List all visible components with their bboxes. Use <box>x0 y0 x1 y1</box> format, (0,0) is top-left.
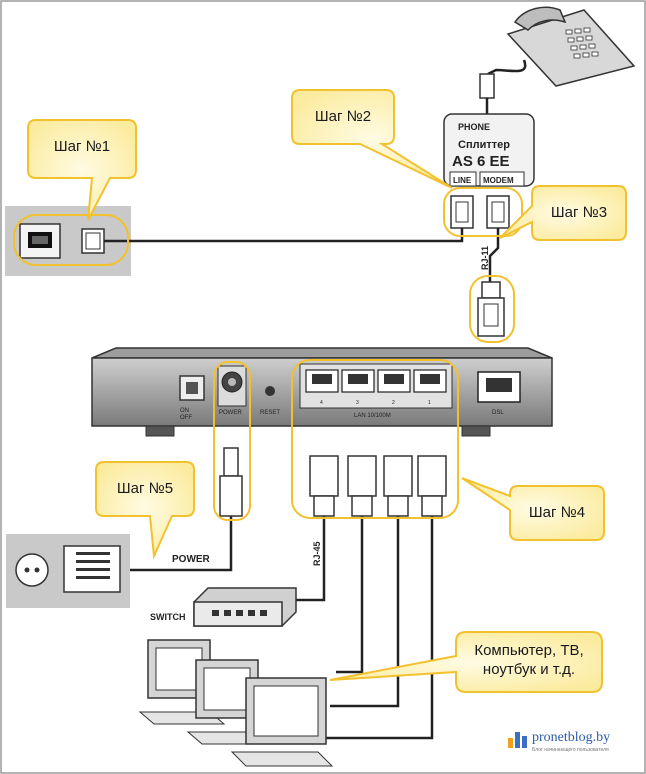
lan-port-number: 4 <box>320 400 323 406</box>
step1-label: Шаг №1 <box>53 138 111 155</box>
splitter-phone-label: PHONE <box>458 122 490 132</box>
step4-label: Шаг №4 <box>528 504 586 521</box>
adsl-router: ON OFF POWER RESET 4 3 2 1 LAN 10/100M D… <box>91 347 553 437</box>
lan-port-number: 3 <box>356 400 359 406</box>
splitter-model: AS 6 EE <box>452 153 510 170</box>
power-cable <box>128 516 233 572</box>
callout-step3 <box>499 185 627 241</box>
lan-port-number: 1 <box>428 400 431 406</box>
highlight-wall-socket <box>13 214 129 266</box>
splitter-device: PHONE Сплиттер AS 6 EE LINE MODEM <box>443 113 535 229</box>
router-on-label: ON <box>180 408 189 414</box>
splitter-line-port-label: LINE <box>453 176 472 185</box>
lan-cable-4 <box>300 516 434 740</box>
power-cable-label: POWER <box>172 554 211 565</box>
callout-bubbles <box>27 89 627 693</box>
lan-cable-3 <box>330 516 400 708</box>
rj45-label: RJ-45 <box>312 541 322 566</box>
router-off-label: OFF <box>180 415 192 421</box>
watermark-tagline: Блог начинающего пользователя <box>532 747 609 753</box>
phone-line-cable <box>104 228 464 243</box>
lan-cable-switch <box>290 516 326 602</box>
rj11-label: RJ-11 <box>480 246 490 270</box>
step2-label: Шаг №2 <box>314 108 372 125</box>
rj45-plugs <box>309 455 447 517</box>
callout-step2 <box>291 89 453 189</box>
highlight-dsl-plug <box>469 275 515 343</box>
step5-label: Шаг №5 <box>116 480 174 497</box>
highlight-outlines <box>13 187 523 521</box>
network-switch <box>193 587 297 627</box>
lan-port-number: 2 <box>392 400 395 406</box>
callout-step1 <box>27 119 137 221</box>
router-reset-label: RESET <box>260 410 280 416</box>
step3-label: Шаг №3 <box>550 204 608 221</box>
callout-step5 <box>95 461 195 560</box>
rj11-cable <box>488 228 500 282</box>
computer-icons <box>138 639 334 767</box>
pronetblog-logo-icon <box>508 732 527 748</box>
cables <box>104 228 500 740</box>
telephone-icon <box>479 6 636 118</box>
router-power-label: POWER <box>219 410 242 416</box>
rj11-plug-icon <box>477 281 505 337</box>
devices-label: Компьютер, ТВ, ноутбук и т.д. <box>474 642 584 678</box>
highlight-lan <box>291 359 459 519</box>
power-outlet <box>6 534 130 608</box>
switch-label: SWITCH <box>150 612 186 622</box>
power-plug-icon <box>219 447 243 517</box>
router-lan-label: LAN 10/100M <box>354 413 391 419</box>
lan-cable-2 <box>336 516 364 674</box>
highlight-splitter-ports <box>443 187 523 237</box>
splitter-modem-port-label: MODEM <box>483 176 514 185</box>
callout-step4 <box>461 477 605 541</box>
splitter-title: Сплиттер <box>458 139 510 151</box>
highlight-power <box>213 361 251 521</box>
router-dsl-label: DSL <box>492 410 504 416</box>
callout-devices <box>329 631 603 693</box>
watermark-name: pronetblog.by <box>532 730 611 745</box>
